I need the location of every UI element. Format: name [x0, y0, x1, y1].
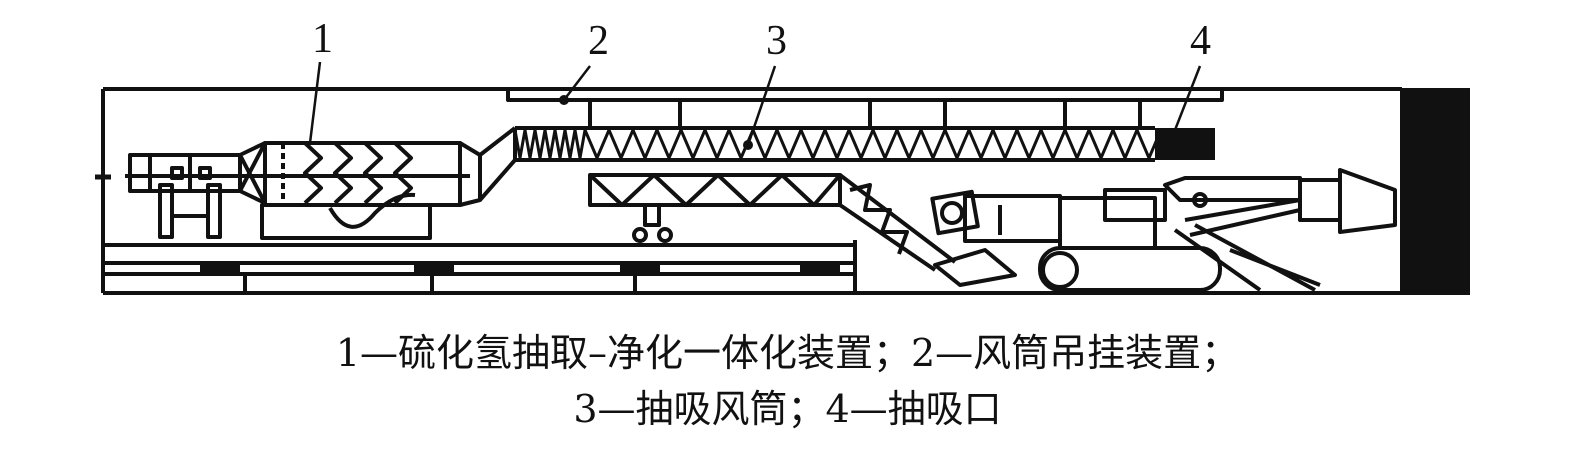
caption-line-1: 1—硫化氢抽取–净化一体化装置；2—风筒吊挂装置； [335, 331, 1240, 375]
callout-label-3: 3 [766, 18, 787, 64]
callout-1: 1 [308, 16, 333, 144]
extraction-purification-device [125, 126, 517, 240]
tunnel-outline [95, 87, 1470, 295]
callout-4: 4 [1173, 18, 1211, 131]
rail-track [105, 240, 857, 293]
suction-inlet [1155, 128, 1215, 160]
roadheader [930, 168, 1397, 292]
callout-label-2: 2 [588, 18, 609, 64]
working-face [1400, 88, 1470, 293]
suction-duct [513, 126, 1163, 162]
callout-3: 3 [743, 18, 787, 150]
callout-2: 2 [559, 18, 609, 105]
bridge-conveyor [588, 173, 957, 272]
callout-label-4: 4 [1190, 18, 1211, 64]
tunnel-equipment-diagram: 1 2 3 4 [95, 16, 1470, 295]
caption-line-2: 3—抽吸风筒；4—抽吸口 [573, 387, 1002, 431]
duct-hanger [506, 90, 1224, 128]
callout-label-1: 1 [312, 16, 333, 62]
